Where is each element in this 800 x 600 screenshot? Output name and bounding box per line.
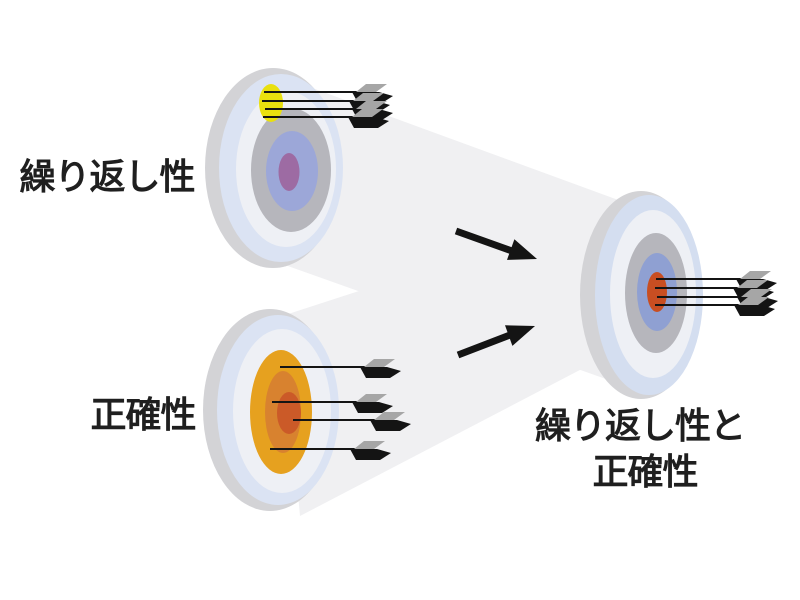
hit-arrow [270, 441, 391, 460]
label-combined-line1: 繰り返し性と [535, 405, 745, 446]
target-repeatability [205, 68, 393, 268]
hit-arrow [265, 101, 393, 120]
combine-arrow-top [454, 227, 537, 260]
target-bullseye [647, 272, 667, 312]
hit-arrow [655, 297, 775, 316]
hit-arrows-center-cluster [655, 271, 778, 316]
hit-arrow [657, 289, 778, 308]
hit-arrow [280, 359, 401, 378]
hit-arrow [272, 394, 393, 413]
target-bullseye [278, 153, 300, 191]
target-bullseye [277, 392, 301, 434]
hit-arrow [655, 280, 774, 299]
hit-arrow [263, 109, 389, 128]
beam-bottom-to-right [282, 198, 645, 516]
combine-arrows [454, 227, 537, 359]
label-repeatability: 繰り返し性 [19, 156, 194, 197]
hit-arrows-offcenter-cluster [262, 84, 393, 128]
hit-arrow [264, 84, 393, 103]
hit-arrow [262, 93, 390, 112]
label-combined-line2: 正確性 [592, 451, 697, 492]
hit-spot-yellow [259, 84, 283, 122]
hit-arrows-scattered [270, 359, 411, 460]
hit-arrow [293, 412, 411, 431]
combine-arrow-bottom [456, 325, 535, 359]
hit-arrow [656, 271, 777, 290]
target-repeatability-and-accuracy [580, 191, 778, 399]
label-accuracy: 正確性 [90, 394, 195, 435]
target-accuracy [203, 309, 411, 511]
